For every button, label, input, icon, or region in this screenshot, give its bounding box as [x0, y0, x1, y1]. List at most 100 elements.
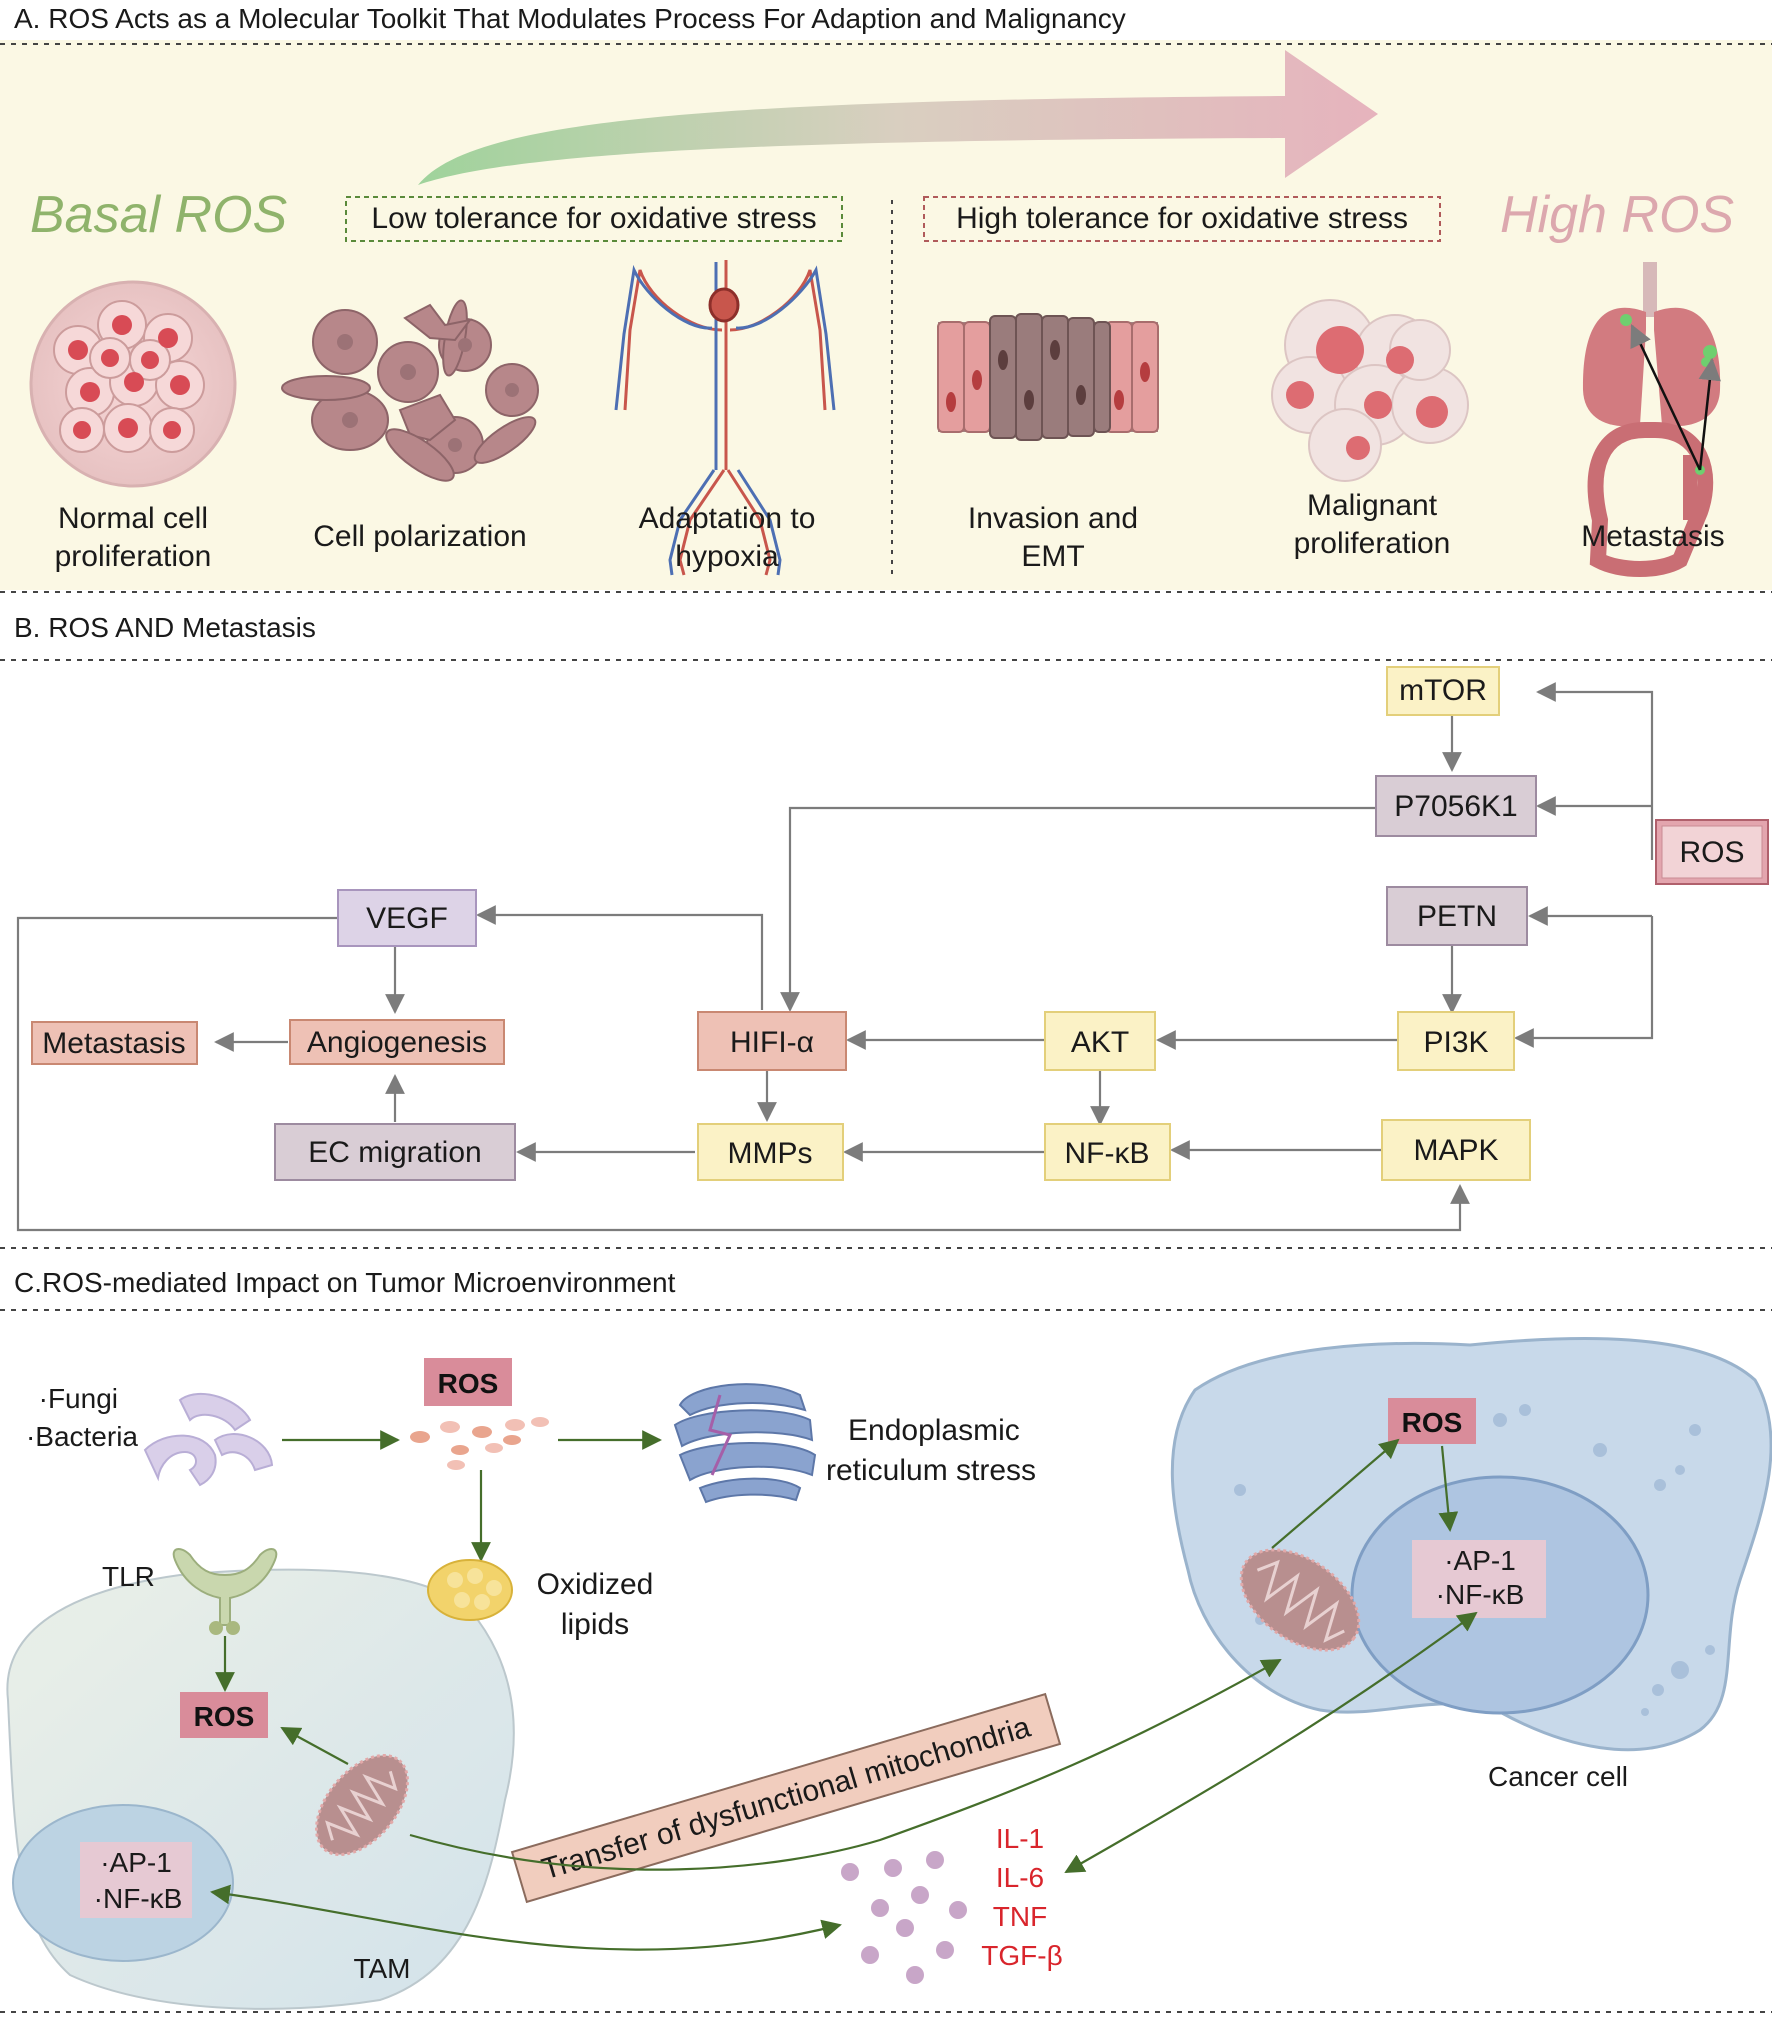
node-mmps-box: [697, 1123, 844, 1181]
item-malignant-line2: proliferation: [1294, 527, 1451, 560]
edge-p70s6k1-hif: [780, 806, 1376, 1012]
panel-c-title: C.ROS-mediated Impact on Tumor Microenvi…: [14, 1267, 676, 1298]
item-normal-cell-line2: proliferation: [55, 540, 212, 573]
node-p70s6k1: P7056K1: [1394, 790, 1517, 823]
ros-gradient-arrow: [418, 50, 1378, 185]
cancer-ros-label: ROS: [1402, 1407, 1463, 1438]
basal-ros-label: Basal ROS: [30, 186, 288, 244]
er-stress-line2: reticulum stress: [826, 1454, 1036, 1487]
tam-ros-label: ROS: [194, 1701, 255, 1732]
arrow-mito-tamros: [280, 1727, 349, 1765]
edge-ros-pi3k: [1514, 916, 1654, 1048]
polarized-cells-nuclei: [337, 334, 519, 452]
ros-particles: [410, 1417, 549, 1470]
malignant-cells-icon: [1271, 299, 1469, 482]
tam-cell: [6, 1568, 515, 2010]
panel-b-title: B. ROS AND Metastasis: [14, 612, 316, 643]
node-mapk: MAPK: [1413, 1134, 1498, 1167]
node-pi3k-box: [1397, 1011, 1515, 1071]
node-pi3k: PI3K: [1423, 1026, 1488, 1059]
node-nfkb: NF-κB: [1065, 1137, 1150, 1170]
cancer-nucleus-ap1: ·AP-1: [1444, 1545, 1516, 1576]
tlr-label: TLR: [102, 1561, 155, 1592]
arrow-mito-cancerros: [1271, 1438, 1400, 1549]
node-p70s6k1-box: [1375, 775, 1537, 837]
high-tolerance-box: [923, 196, 1441, 242]
node-mtor: mTOR: [1399, 674, 1487, 707]
cytokine-particles: [841, 1851, 967, 1984]
node-akt: AKT: [1071, 1026, 1129, 1059]
emt-cells-icon: [937, 313, 1159, 441]
node-vegf: VEGF: [366, 902, 448, 935]
node-ros: ROS: [1679, 836, 1744, 869]
node-ros-box: [1661, 825, 1763, 879]
vascular-system-icon: [614, 260, 836, 576]
low-tolerance-box: [345, 196, 843, 242]
tam-nucleus-ap1: ·AP-1: [100, 1847, 172, 1878]
tlr-receptor-icon: [172, 1548, 278, 1635]
cancer-nucleus-nfkb: ·NF-κB: [1436, 1579, 1525, 1610]
node-hif-box: [697, 1011, 847, 1071]
pathogen-bacteria: ·Bacteria: [26, 1421, 138, 1452]
node-akt-box: [1044, 1011, 1156, 1071]
tam-nucleus-box: [80, 1842, 192, 1918]
item-normal-cell-line1: Normal cell: [58, 502, 208, 535]
high-tolerance-label: High tolerance for oxidative stress: [956, 202, 1408, 235]
edge-ros-mtor: [1536, 682, 1654, 860]
item-invasion-line2: EMT: [1021, 540, 1084, 573]
er-icon: [673, 1383, 817, 1504]
item-adaptation-line1: Adaptation to: [639, 502, 816, 535]
node-petn: PETN: [1417, 900, 1497, 933]
edge-vegf-mapk: [16, 916, 1470, 1232]
node-vegf-box: [337, 889, 477, 947]
cytokine-tgfb: TGF-β: [981, 1940, 1062, 1971]
arrow-cytokine-cancer-nucleus: [1064, 1611, 1478, 1873]
cytokine-tnf: TNF: [993, 1901, 1047, 1932]
cytokine-il1: IL-1: [996, 1823, 1044, 1854]
oxidized-lipids-line2: lipids: [561, 1608, 629, 1641]
metastasis-organs-icon: [1582, 262, 1721, 577]
item-metastasis: Metastasis: [1581, 520, 1724, 553]
item-malignant-line1: Malignant: [1307, 489, 1438, 522]
low-tolerance-label: Low tolerance for oxidative stress: [371, 202, 816, 235]
panel-b-edges: [16, 682, 1654, 1232]
cancer-ros-box: [1388, 1398, 1476, 1444]
node-ec-migration-box: [274, 1123, 516, 1181]
node-hif: HIFI-α: [730, 1026, 814, 1059]
oxidized-lipids-line1: Oxidized: [537, 1568, 654, 1601]
node-ec-migration: EC migration: [308, 1136, 481, 1169]
node-metastasis-box: [31, 1021, 198, 1065]
pathogen-fungi: ·Fungi: [39, 1383, 118, 1414]
ros-center-box: [424, 1358, 512, 1406]
node-angiogenesis: Angiogenesis: [307, 1026, 487, 1059]
ros-center-label: ROS: [438, 1368, 499, 1399]
item-cell-polarization: Cell polarization: [313, 520, 526, 553]
panel-c-long-arrows: [210, 1611, 1478, 1951]
node-petn-box: [1386, 886, 1528, 946]
arrow-tam-nucleus-cytokine: [210, 1884, 842, 1951]
high-ros-label: High ROS: [1500, 186, 1734, 244]
cancer-cell-label: Cancer cell: [1488, 1761, 1628, 1792]
normal-cells-icon: [29, 280, 237, 488]
tam-nucleus-nfkb: ·NF-κB: [94, 1883, 183, 1914]
node-mmps: MMPs: [728, 1137, 813, 1170]
node-mapk-box: [1381, 1119, 1531, 1181]
er-stress-line1: Endoplasmic: [848, 1414, 1020, 1447]
transfer-banner: Transfer of dysfunctional mitochondria: [510, 1692, 1062, 1904]
node-nfkb-box: [1044, 1123, 1171, 1181]
node-metastasis: Metastasis: [42, 1027, 185, 1060]
tam-label: TAM: [353, 1953, 410, 1984]
edge-hif-vegf: [476, 905, 764, 1010]
arrow-cancerros-nucleus: [1438, 1445, 1459, 1532]
panel-a-title: A. ROS Acts as a Molecular Toolkit That …: [14, 3, 1126, 34]
cancer-nucleus-box: [1412, 1540, 1546, 1618]
lipid-droplet-icon: [427, 1559, 513, 1621]
cytokine-il6: IL-6: [996, 1862, 1044, 1893]
pathogen-icon: [143, 1392, 274, 1487]
node-mtor-box: [1386, 666, 1500, 716]
tam-mitochondrion-icon: [315, 1753, 409, 1857]
polarized-cells-icon: [281, 299, 539, 482]
item-invasion-line1: Invasion and: [968, 502, 1138, 535]
node-angiogenesis-box: [289, 1019, 505, 1065]
